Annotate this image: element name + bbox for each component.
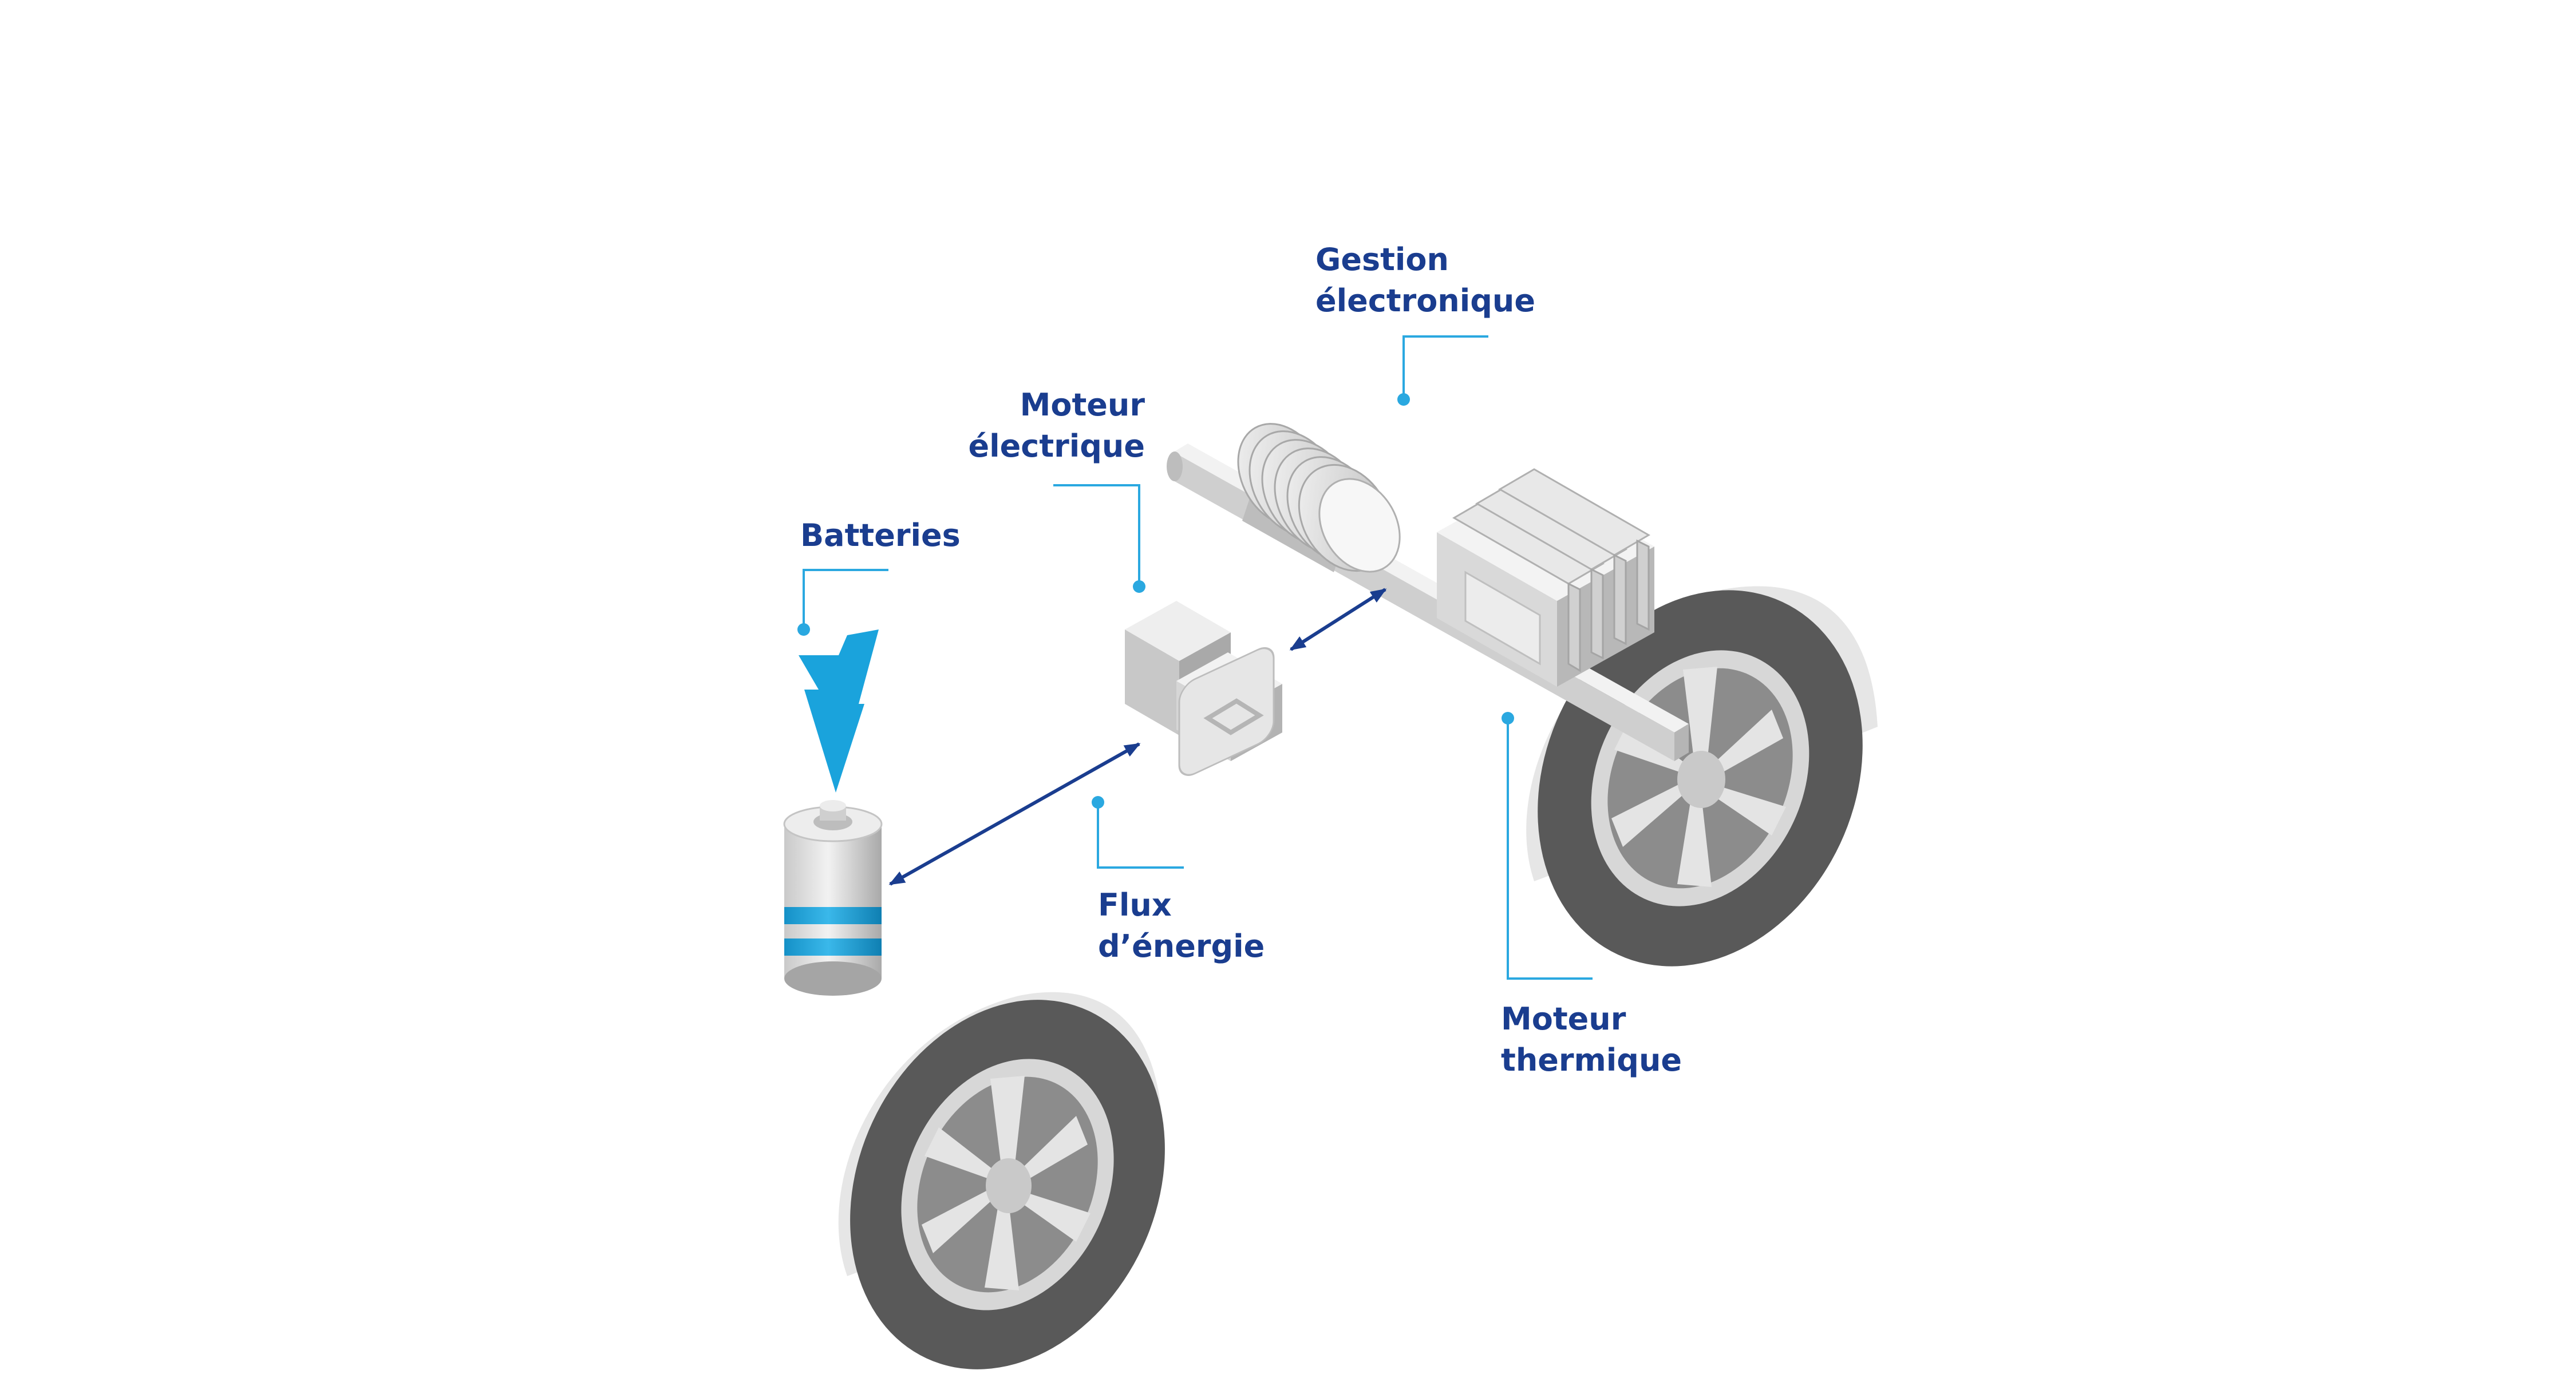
label-moteur-thermique: Moteur thermique [1501,999,1682,1081]
label-moteur-electrique-line2: électrique [968,428,1145,464]
label-moteur-electrique: Moteur électrique [950,385,1145,467]
electric-motor-icon [1125,601,1282,776]
label-flux-line2: d’énergie [1098,928,1265,964]
battery-icon [783,800,883,996]
energy-flow-arrow-motor [1289,588,1387,651]
rear-wheel-icon [838,992,1165,1369]
label-gestion-line2: électronique [1315,283,1535,319]
electronic-control-icon [1237,423,1401,573]
lightning-bolt-icon [799,629,879,793]
leader-dots [797,393,1514,809]
label-moteur-thermique-line2: thermique [1501,1042,1682,1078]
label-flux-line1: Flux [1098,887,1172,923]
leader-gestion [1402,335,1488,399]
label-batteries: Batteries [800,515,961,556]
label-moteur-electrique-line1: Moteur [1020,387,1145,423]
leader-lines [803,335,1593,980]
combustion-engine-icon [1437,468,1654,687]
label-batteries-line1: Batteries [800,517,961,553]
leader-batteries [803,569,888,629]
label-gestion-line1: Gestion [1315,241,1449,278]
label-flux-energie: Flux d’énergie [1098,885,1265,967]
label-gestion-electronique: Gestion électronique [1315,239,1535,322]
energy-flow-arrow-battery [888,742,1141,886]
label-moteur-thermique-line1: Moteur [1501,1001,1626,1037]
leader-flux [1097,806,1184,869]
leader-moteur-electrique [1053,484,1140,583]
leader-moteur-thermique [1507,722,1593,980]
front-wheel-icon [1526,586,1878,967]
